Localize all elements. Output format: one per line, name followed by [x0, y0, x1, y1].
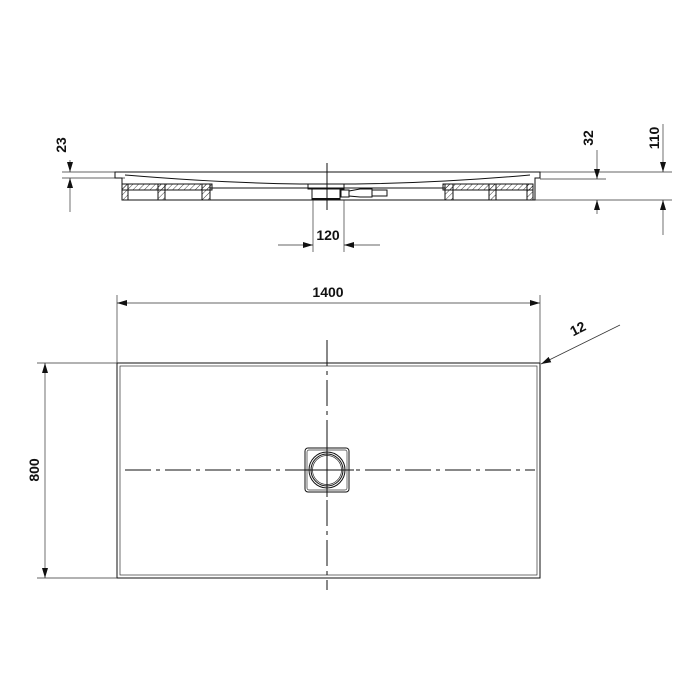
- dimension-width: 800: [26, 362, 117, 579]
- dimension-edge-radius: 12: [540, 318, 621, 365]
- support-left-top: [121, 183, 213, 191]
- section-view: [62, 163, 672, 210]
- dimension-depth: 32: [580, 130, 600, 214]
- tray-outer-edge: [116, 362, 541, 579]
- plan-view: [116, 340, 541, 590]
- dimension-total-height: 110: [646, 124, 666, 235]
- dimension-label-width: 800: [26, 458, 42, 482]
- support-right-mid: [488, 183, 497, 201]
- drain-plan: [300, 443, 354, 497]
- dimension-rim-height: 23: [53, 137, 73, 212]
- support-left-mid: [157, 183, 166, 201]
- dimension-label-length: 1400: [312, 284, 343, 300]
- tray-inner-edge: [119, 365, 538, 576]
- support-left-inner: [201, 183, 211, 201]
- dimension-label-total-height: 110: [646, 126, 662, 149]
- support-right-outer: [526, 183, 534, 201]
- dimension-label-rim-height: 23: [53, 137, 69, 153]
- support-right-top: [442, 183, 534, 191]
- support-right-inner: [444, 183, 454, 201]
- dimension-drain: 120: [278, 200, 380, 252]
- dimension-label-depth: 32: [580, 130, 596, 146]
- drain-section: [307, 183, 388, 201]
- tray-outline: [114, 171, 541, 201]
- dimension-label-edge-radius: 12: [567, 318, 588, 339]
- support-left-outer: [121, 183, 129, 201]
- dimension-label-drain: 120: [316, 227, 340, 243]
- dimension-length: 1400: [116, 284, 541, 363]
